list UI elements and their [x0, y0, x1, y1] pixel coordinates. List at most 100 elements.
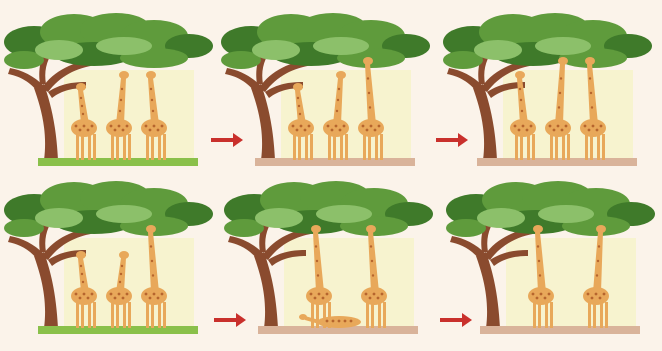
giraffe-leg	[345, 134, 348, 160]
giraffe-spot	[560, 77, 562, 79]
giraffe-spot	[299, 113, 301, 115]
giraffe-leg	[593, 302, 596, 328]
giraffe-leg	[158, 302, 161, 328]
giraffe-spot	[82, 113, 84, 115]
giraffe-spot	[119, 281, 121, 283]
giraffe-spot	[596, 274, 598, 276]
giraffe-head	[363, 57, 373, 65]
scene-row1-stage1	[4, 10, 214, 180]
giraffe-leg	[602, 134, 605, 160]
tree-branch	[450, 236, 486, 260]
giraffe-spot	[114, 297, 117, 300]
tree-branch	[225, 68, 261, 92]
giraffe-leg	[310, 134, 313, 160]
giraffe-spot	[82, 281, 84, 283]
giraffe-spot	[149, 129, 152, 132]
giraffe-spot	[318, 293, 321, 296]
giraffe-head	[146, 71, 156, 79]
giraffe-spot	[521, 110, 523, 112]
giraffe-spot	[565, 125, 568, 128]
giraffe-spot	[520, 99, 522, 101]
giraffe-spot	[326, 320, 329, 323]
giraffe-spot	[344, 320, 347, 323]
giraffe-leg	[340, 134, 343, 160]
panel-row1-stage1	[4, 10, 214, 180]
giraffe-spot	[315, 245, 317, 247]
giraffe-spot	[87, 129, 90, 132]
scene-row2-stage1	[4, 178, 214, 348]
giraffe-spot	[592, 125, 595, 128]
panel-row2-stage1	[4, 178, 214, 348]
giraffe-spot	[587, 293, 590, 296]
giraffe-leg	[333, 134, 336, 160]
giraffe-spot	[157, 129, 160, 132]
giraffe-leg	[76, 302, 79, 328]
giraffe-leg	[298, 134, 301, 160]
tree-canopy-blob	[35, 208, 83, 228]
tree-canopy-blob	[96, 37, 152, 55]
giraffe-spot	[331, 129, 334, 132]
giraffe-leg	[520, 134, 523, 160]
giraffe-spot	[150, 245, 152, 247]
tree-canopy-blob	[313, 37, 369, 55]
tree-branch	[8, 236, 44, 260]
giraffe-spot	[370, 245, 372, 247]
giraffe-leg	[527, 134, 530, 160]
giraffe-head	[585, 57, 595, 65]
giraffe-leg	[93, 302, 96, 328]
giraffe-spot	[110, 125, 113, 128]
tree-branch	[447, 68, 483, 92]
giraffe-spot	[553, 129, 556, 132]
giraffe-leg	[605, 302, 608, 328]
giraffe-head	[336, 71, 346, 79]
giraffe-leg	[81, 134, 84, 160]
giraffe-leg	[515, 134, 518, 160]
giraffe-leg	[146, 134, 149, 160]
giraffe-spot	[526, 129, 529, 132]
giraffe-spot	[591, 106, 593, 108]
giraffe-leg	[146, 302, 149, 328]
scene-row1-stage2	[221, 10, 431, 180]
giraffe-spot	[120, 273, 122, 275]
giraffe-head	[146, 225, 156, 233]
giraffe-leg	[555, 134, 558, 160]
giraffe-spot	[317, 274, 319, 276]
giraffe-spot	[536, 297, 539, 300]
giraffe-leg	[363, 134, 366, 160]
giraffe-spot	[337, 99, 339, 101]
giraffe-head	[596, 225, 606, 233]
giraffe-spot	[584, 125, 587, 128]
giraffe-spot	[308, 125, 311, 128]
giraffe-leg	[128, 302, 131, 328]
panel-row2-stage2	[224, 178, 434, 348]
giraffe-leg	[366, 302, 369, 328]
giraffe-leg	[128, 134, 131, 160]
giraffe-spot	[335, 125, 338, 128]
giraffe-leg	[151, 302, 154, 328]
giraffe-head	[119, 71, 129, 79]
giraffe-spot	[369, 106, 371, 108]
giraffe-spot	[322, 297, 325, 300]
tree-canopy-blob	[474, 40, 522, 60]
giraffe-spot	[599, 297, 602, 300]
giraffe-spot	[369, 297, 372, 300]
giraffe-leg	[567, 134, 570, 160]
giraffe-spot	[522, 125, 525, 128]
giraffe-spot	[79, 129, 82, 132]
giraffe-head	[366, 225, 376, 233]
giraffe-spot	[514, 125, 517, 128]
giraffe-spot	[368, 92, 370, 94]
giraffe-spot	[343, 125, 346, 128]
giraffe-leg	[383, 302, 386, 328]
giraffe-spot	[557, 125, 560, 128]
tree-canopy-blob	[252, 40, 300, 60]
giraffe-leg	[378, 302, 381, 328]
giraffe-spot	[121, 265, 123, 267]
giraffe-spot	[79, 297, 82, 300]
giraffe-leg	[123, 134, 126, 160]
bare-ground	[480, 326, 640, 334]
giraffe-leg	[116, 134, 119, 160]
giraffe-spot	[336, 110, 338, 112]
giraffe-spot	[81, 105, 83, 107]
giraffe-leg	[562, 134, 565, 160]
